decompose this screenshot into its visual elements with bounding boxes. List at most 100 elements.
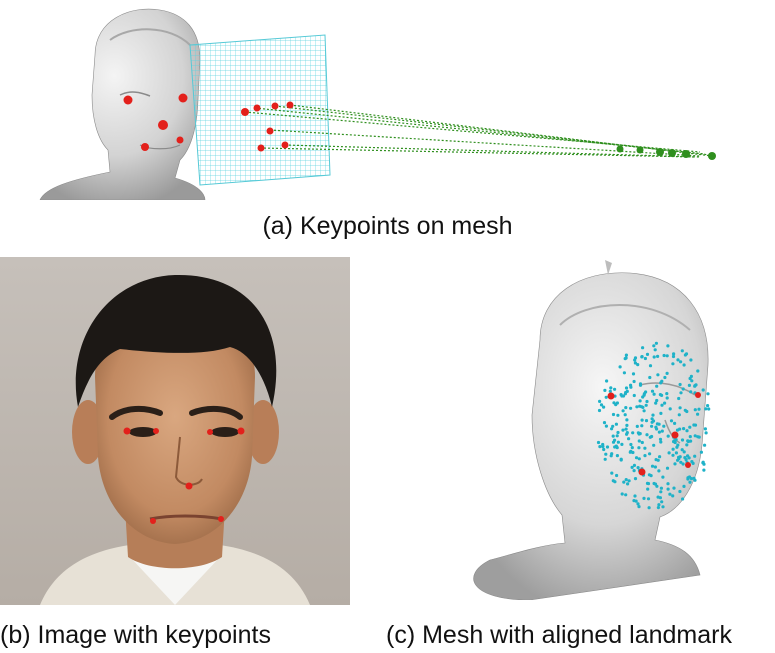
landmark-point xyxy=(611,424,615,428)
landmark-point xyxy=(678,489,682,494)
landmark-point xyxy=(611,412,616,417)
right-ear xyxy=(247,400,279,464)
landmark-point xyxy=(656,354,660,358)
landmark-point xyxy=(640,424,644,428)
landmark-point xyxy=(598,445,602,449)
landmark-point xyxy=(652,392,656,396)
landmark-point xyxy=(673,421,677,425)
landmark-point xyxy=(633,361,637,365)
landmark-point xyxy=(702,468,706,472)
landmark-point xyxy=(637,457,641,461)
mesh-keypoints-a xyxy=(123,93,294,152)
ray-endpoint xyxy=(656,148,664,156)
face xyxy=(95,312,255,544)
keypoint-right-eye-inner xyxy=(207,429,213,435)
image-keypoints xyxy=(123,427,245,524)
landmark-point xyxy=(676,358,680,362)
landmark-point xyxy=(646,497,651,501)
landmark-point xyxy=(701,460,705,464)
landmark-point xyxy=(660,500,664,504)
mouth xyxy=(149,514,223,521)
keypoint-nose xyxy=(671,431,679,439)
landmark-point xyxy=(693,408,697,412)
keypoint-nose xyxy=(158,120,168,130)
landmark-point xyxy=(616,440,620,444)
landmark-point xyxy=(647,506,651,510)
landmark-point xyxy=(659,490,663,494)
landmark-point xyxy=(636,502,640,506)
landmark-point xyxy=(627,437,631,441)
landmark-point xyxy=(696,435,700,439)
landmark-point xyxy=(678,427,682,431)
landmark-point xyxy=(633,477,638,481)
landmark-point xyxy=(632,469,636,473)
landmark-point xyxy=(625,418,629,422)
landmark-point xyxy=(688,425,692,429)
keypoint-right-eye xyxy=(695,392,701,398)
landmark-point xyxy=(657,430,661,434)
landmark-point xyxy=(637,505,641,509)
landmark-point xyxy=(635,405,639,409)
landmark-point xyxy=(660,403,664,407)
landmark-point xyxy=(661,505,665,509)
landmark-point xyxy=(601,442,605,447)
landmark-point xyxy=(706,404,710,408)
landmark-point xyxy=(644,419,649,423)
landmark-point xyxy=(669,419,674,423)
landmark-point xyxy=(672,486,676,490)
landmark-point xyxy=(679,360,683,364)
landmark-point xyxy=(604,395,608,399)
landmark-point xyxy=(660,379,664,383)
ray-endpoint xyxy=(708,152,716,160)
right-eyebrow xyxy=(189,405,243,420)
photo-with-keypoints xyxy=(0,257,350,605)
left-eye xyxy=(129,427,157,437)
landmark-point xyxy=(620,442,624,446)
ray-endpoint xyxy=(668,149,676,157)
landmark-point xyxy=(667,451,671,455)
landmark-point xyxy=(636,466,640,470)
landmark-point xyxy=(685,443,689,447)
landmark-point xyxy=(610,427,614,431)
landmark-point xyxy=(654,341,658,345)
landmark-point xyxy=(620,492,624,496)
keypoint-mouth-right xyxy=(218,516,224,522)
landmark-point xyxy=(627,479,631,483)
hair-ridge xyxy=(109,28,191,46)
projection-rays xyxy=(244,104,713,158)
landmark-point xyxy=(635,424,639,428)
keypoint-mouth-left xyxy=(141,143,149,151)
mesh-landmarks-figure xyxy=(473,260,711,601)
landmark-point xyxy=(692,476,696,480)
landmark-point xyxy=(659,411,663,415)
head-mesh-c xyxy=(473,260,709,601)
landmark-point xyxy=(666,487,670,491)
landmark-point xyxy=(682,450,686,454)
landmark-point xyxy=(650,420,654,424)
landmark-point xyxy=(681,462,685,466)
landmark-point xyxy=(633,494,637,498)
ray-endpoint xyxy=(682,150,690,158)
landmark-point xyxy=(622,371,626,375)
landmark-point xyxy=(661,475,665,479)
landmark-point xyxy=(633,358,637,362)
keypoint-projected xyxy=(257,144,265,152)
landmark-point xyxy=(671,354,676,359)
landmark-point xyxy=(616,413,620,417)
landmark-point xyxy=(686,439,690,443)
landmark-point xyxy=(681,497,685,501)
landmark-point xyxy=(696,412,700,416)
landmark-point xyxy=(672,352,676,356)
mesh-keypoints-c xyxy=(607,392,701,476)
landmark-point xyxy=(613,445,617,449)
landmark-point xyxy=(637,432,641,436)
landmark-point xyxy=(665,392,669,396)
landmark-point xyxy=(651,413,655,417)
landmark-point xyxy=(659,486,663,490)
landmark-point xyxy=(648,364,653,368)
landmark-point xyxy=(632,499,636,503)
landmark-point xyxy=(648,375,652,380)
landmark-point xyxy=(706,392,710,396)
landmark-point xyxy=(689,390,693,394)
left-eyebrow xyxy=(109,405,163,420)
